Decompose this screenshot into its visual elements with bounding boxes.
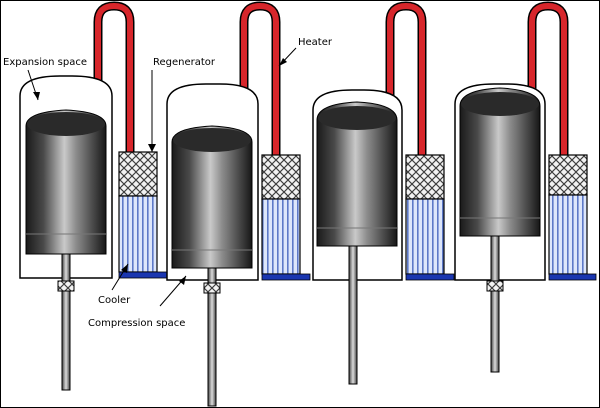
piston-rod <box>207 267 217 407</box>
label-heater: Heater <box>298 37 333 48</box>
label-compression-space: Compression space <box>88 318 185 329</box>
displacer-piston <box>459 87 541 237</box>
rod-seal <box>203 282 221 294</box>
displacer-piston <box>316 101 398 247</box>
label-cooler: Cooler <box>98 295 131 306</box>
stage-2 <box>166 1 311 407</box>
stage-4 <box>454 1 597 373</box>
rod-seal <box>57 280 75 292</box>
rod-seal <box>486 280 504 292</box>
stage-3 <box>312 1 455 385</box>
cooler-fins <box>118 195 158 273</box>
cooler-base <box>261 273 311 281</box>
regenerator-block <box>261 154 301 200</box>
cooler-base <box>405 273 455 281</box>
label-regenerator: Regenerator <box>153 57 216 68</box>
displacer-piston <box>25 109 107 255</box>
regenerator-block <box>118 151 158 197</box>
cooler-fins <box>405 198 445 275</box>
displacer-piston <box>171 125 253 269</box>
piston-rod <box>348 245 358 385</box>
regenerator-block <box>548 154 588 196</box>
piston-rod <box>61 253 71 391</box>
regenerator-block <box>405 154 445 200</box>
label-expansion-space: Expansion space <box>3 57 87 68</box>
cooler-fins <box>261 198 301 275</box>
cooler-fins <box>548 194 588 275</box>
callouts: Expansion space Regenerator Heater Coole… <box>3 37 333 329</box>
piston-rod <box>490 235 500 373</box>
cooler-base <box>548 273 597 281</box>
cooler-base <box>118 271 168 279</box>
